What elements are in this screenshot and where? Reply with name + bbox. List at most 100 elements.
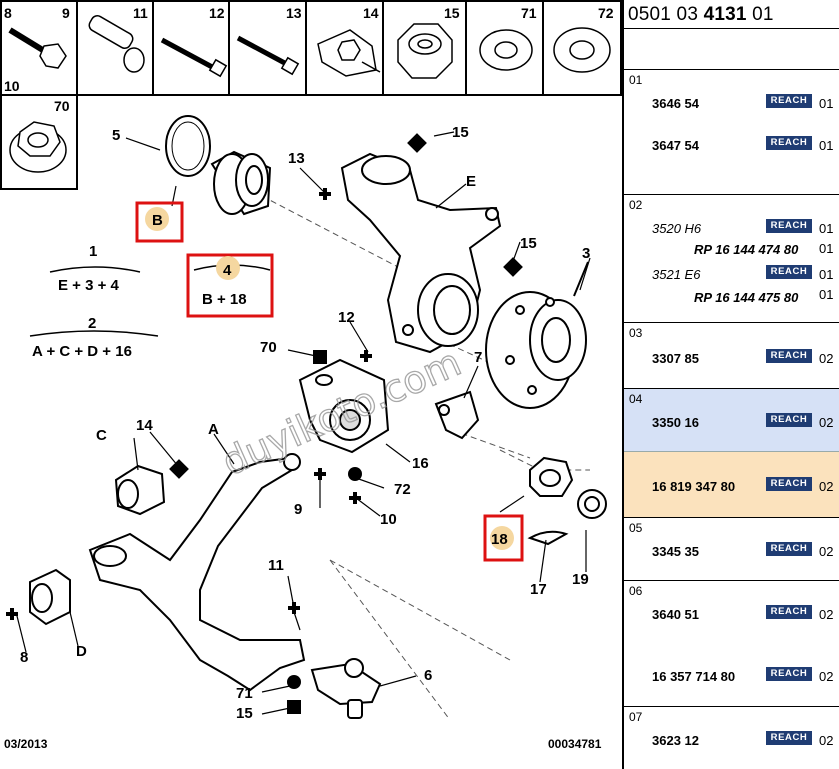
reach-badge: REACH bbox=[766, 542, 812, 556]
part-row[interactable]: 3307 85 REACH 02 bbox=[624, 347, 839, 367]
section-07: 07 3623 12 REACH 02 bbox=[624, 706, 839, 769]
control-arm-a bbox=[88, 453, 306, 692]
part-reference[interactable]: 3521 E6 bbox=[652, 267, 701, 282]
strip-thumbnails bbox=[8, 15, 611, 173]
nut-lock-19 bbox=[577, 489, 607, 519]
cross-marker-icon bbox=[288, 602, 300, 614]
cross-marker-icon bbox=[6, 608, 18, 620]
strip-bolt-round-icon bbox=[88, 15, 145, 73]
reach-badge: REACH bbox=[766, 94, 812, 108]
part-quantity: 02 bbox=[819, 669, 834, 684]
reach-badge: REACH bbox=[766, 667, 812, 681]
reach-badge: REACH bbox=[766, 265, 812, 279]
cross-marker-icon bbox=[349, 492, 361, 504]
reach-badge: REACH bbox=[766, 413, 812, 427]
part-row[interactable]: RP 16 144 475 80 01 bbox=[624, 285, 839, 305]
part-row-selected[interactable]: 3350 16 REACH 02 bbox=[624, 411, 839, 431]
steering-knuckle-e bbox=[340, 152, 502, 354]
part-quantity: 02 bbox=[819, 607, 834, 622]
part-reference[interactable]: 16 357 714 80 bbox=[652, 669, 736, 684]
highlight-box-b bbox=[135, 201, 184, 243]
part-reference[interactable]: 16 819 347 80 bbox=[652, 479, 736, 494]
section-03: 03 3307 85 REACH 02 bbox=[624, 322, 839, 388]
callout-c: C bbox=[96, 427, 107, 444]
section-number: 04 bbox=[629, 392, 643, 406]
bushing-16 bbox=[298, 358, 390, 454]
strip-washer-71-icon bbox=[479, 29, 533, 71]
callout-e-3-4: E + 3 + 4 bbox=[58, 277, 120, 294]
reach-badge: REACH bbox=[766, 136, 812, 150]
section-number: 03 bbox=[629, 326, 643, 340]
strip-long-bolt-icon bbox=[160, 37, 228, 78]
hub-nut-18 bbox=[529, 456, 574, 497]
part-row[interactable]: 3345 35 REACH 02 bbox=[624, 540, 839, 560]
section-number: 02 bbox=[629, 198, 643, 212]
reach-badge: REACH bbox=[766, 731, 812, 745]
strip-label-13: 13 bbox=[286, 5, 302, 21]
part-reference[interactable]: 3623 12 bbox=[652, 733, 699, 748]
callout-72: 72 bbox=[394, 481, 411, 498]
part-reference[interactable]: 3640 51 bbox=[652, 607, 699, 622]
callout-5: 5 bbox=[112, 127, 120, 144]
part-reference[interactable]: 3345 35 bbox=[652, 544, 699, 559]
part-row[interactable]: 3623 12 REACH 02 bbox=[624, 729, 839, 749]
strip-label-8: 8 bbox=[4, 5, 12, 21]
circlip-5 bbox=[165, 115, 211, 177]
part-row[interactable]: 3521 E6 REACH 01 bbox=[624, 263, 839, 283]
callout-70: 70 bbox=[260, 339, 277, 356]
part-quantity: 01 bbox=[819, 287, 834, 302]
callout-14: 14 bbox=[136, 417, 153, 434]
dot-marker-icon bbox=[287, 675, 301, 689]
title-prefix: 0501 03 bbox=[628, 4, 704, 25]
callout-4: 4 bbox=[223, 262, 232, 279]
part-reference[interactable]: 3520 H6 bbox=[652, 221, 702, 236]
cross-markers bbox=[6, 188, 372, 620]
square-marker-icon bbox=[169, 459, 189, 479]
part-reference[interactable]: 3307 85 bbox=[652, 351, 699, 366]
part-row[interactable]: 3520 H6 REACH 01 bbox=[624, 217, 839, 237]
part-row[interactable]: 16 357 714 80 REACH 02 bbox=[624, 665, 839, 685]
cross-marker-icon bbox=[314, 468, 326, 480]
part-row[interactable]: 3640 51 REACH 02 bbox=[624, 603, 839, 623]
callout-1: 1 bbox=[89, 243, 97, 260]
square-marker-icon bbox=[313, 350, 327, 364]
cross-marker-icon bbox=[360, 350, 372, 362]
part-reference[interactable]: RP 16 144 475 80 bbox=[694, 290, 799, 305]
title-band bbox=[624, 28, 839, 69]
part-reference[interactable]: 3647 54 bbox=[652, 138, 699, 153]
strip-flange-nut-icon bbox=[9, 121, 67, 173]
square-marker-icon bbox=[503, 257, 523, 277]
reach-badge: REACH bbox=[766, 477, 812, 491]
part-quantity: 01 bbox=[819, 96, 834, 111]
part-row[interactable]: 3647 54 REACH 01 bbox=[624, 136, 839, 158]
exploded-diagram: 8 9 10 11 12 13 14 15 71 72 70 bbox=[0, 0, 622, 751]
part-quantity: 01 bbox=[819, 221, 834, 236]
section-number: 06 bbox=[629, 584, 643, 598]
callout-19: 19 bbox=[572, 571, 589, 588]
part-reference[interactable]: 3350 16 bbox=[652, 415, 699, 430]
highlight-boxes bbox=[135, 201, 524, 562]
part-reference[interactable]: RP 16 144 474 80 bbox=[694, 242, 799, 257]
bearing-b bbox=[210, 150, 272, 216]
reach-badge: REACH bbox=[766, 349, 812, 363]
ball-joint-6 bbox=[310, 658, 382, 719]
part-reference[interactable]: 3646 54 bbox=[652, 96, 699, 111]
callout-3: 3 bbox=[582, 245, 590, 262]
callout-8: 8 bbox=[20, 649, 28, 666]
callout-b-18: B + 18 bbox=[202, 291, 247, 308]
callout-15-c: 15 bbox=[236, 705, 253, 722]
dot-marker-icon bbox=[348, 467, 362, 481]
bushing-d bbox=[29, 568, 71, 626]
callout-17: 17 bbox=[530, 581, 547, 598]
wheel-hub-3 bbox=[485, 261, 589, 409]
strip-label-15: 15 bbox=[444, 5, 460, 21]
callout-9: 9 bbox=[294, 501, 302, 518]
highlight-box-4 bbox=[186, 253, 274, 318]
title-suffix: 01 bbox=[746, 4, 774, 25]
part-row[interactable]: RP 16 144 474 80 01 bbox=[624, 239, 839, 259]
cross-marker-icon bbox=[319, 188, 331, 200]
part-row-highlighted[interactable]: 16 819 347 80 REACH 02 bbox=[624, 475, 839, 495]
callout-a: A bbox=[208, 421, 219, 438]
part-row[interactable]: 3646 54 REACH 01 bbox=[624, 92, 839, 114]
callout-18: 18 bbox=[491, 531, 508, 548]
